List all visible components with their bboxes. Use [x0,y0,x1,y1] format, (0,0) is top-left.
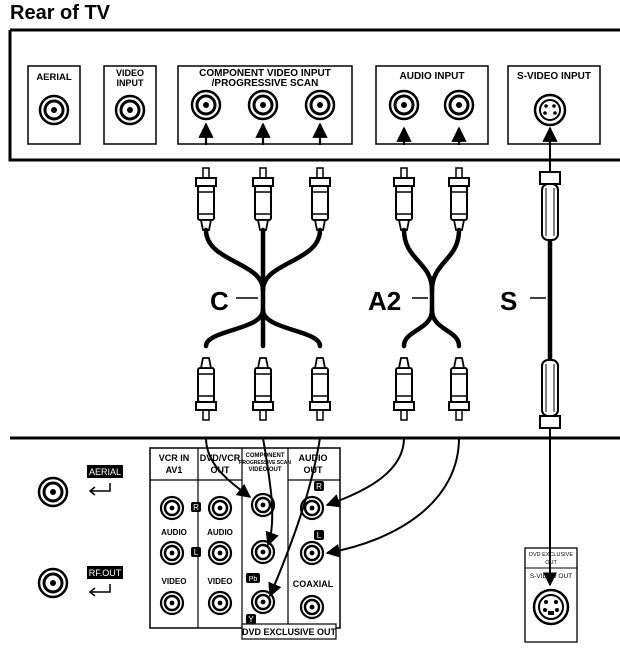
dvd-exclusive-out-box [241,623,337,640]
component-small-label-3: VIDEO OUT [248,467,281,473]
dvd-exclusive-small-1: DVD EXCLUSIVE [529,552,573,558]
vcr-in-audio-label: AUDIO [161,528,187,537]
l-badge-left: L [194,548,199,557]
component-plug-bottom-2 [252,357,274,421]
audio-out-label-1: AUDIO [299,453,328,463]
r-badge-right: R [316,482,322,491]
audio-input-jack-r [443,89,475,121]
video-input-label-2: INPUT [117,78,145,88]
component-plug-bottom-3 [309,357,331,421]
tv-plug-arrows [198,122,558,145]
coaxial-label: COAXIAL [293,579,334,589]
svideo-input-jack [533,93,567,127]
svideo-out-label: S-VIDEO OUT [530,573,572,580]
audio-plug-top-l [393,167,415,231]
dvd-vcr-out-audio-label: AUDIO [207,528,233,537]
player-aerial-jack [37,476,69,508]
dvd-vcr-out-video-jack [207,590,233,616]
dvd-vcr-out-label-2: OUT [211,465,231,475]
player-aerial-badge [87,465,123,478]
vcr-in-video-label: VIDEO [162,577,187,586]
cable-c-label: C [210,286,229,316]
component-small-label-2: PROGRESSIVE SCAN [239,460,291,466]
rf-out-arrow-icon [88,584,111,597]
cable-c [203,227,323,349]
svideo-input-label: S-VIDEO INPUT [517,71,591,82]
vcr-in-label-1: VCR IN [159,453,190,463]
aerial-arrow-icon [88,483,111,496]
svideo-out-jack [532,588,570,626]
dvd-vcr-out-audio-r-jack [207,495,233,521]
aerial-label: AERIAL [36,72,72,83]
player-aerial-label: AERIAL [89,467,121,477]
vcr-in-audio-r-jack [159,495,185,521]
audio-plug-bottom-l [393,357,415,421]
vcr-in-label-2: AV1 [166,465,183,475]
player-rf-out-jack [37,567,69,599]
dvd-vcr-out-audio-l-jack [207,540,233,566]
r-badge-left: R [193,503,199,512]
y-badge: Y [248,615,254,624]
component-plug-bottom-1 [195,357,217,421]
component-jack-3 [304,89,336,121]
pb-badge: Pb [249,576,258,583]
audio-plug-top-r [448,167,470,231]
player-rf-out-label: RF.OUT [89,568,122,578]
audio-out-l-jack [299,540,325,566]
dvd-vcr-out-label-1: DVD/VCR [200,453,241,463]
player-rf-out-badge [87,566,123,579]
coaxial-jack [299,594,325,620]
cable-s [530,145,561,438]
video-input-jack [114,94,146,126]
vcr-in-video-jack [159,590,185,616]
dvd-exclusive-out-label: DVD EXCLUSIVE OUT [242,627,337,637]
l-badge-right: L [317,531,322,540]
vcr-in-audio-l-jack [159,540,185,566]
component-label-1: COMPONENT VIDEO INPUT [199,68,331,79]
cable-s-label: S [500,286,517,316]
component-plug-top-1 [195,167,217,231]
dvd-vcr-out-video-label: VIDEO [208,577,233,586]
aerial-jack [38,94,70,126]
component-jack-1 [190,89,222,121]
audio-input-jack-l [388,89,420,121]
cable-a2 [401,227,462,349]
tv-rear-panel [8,28,620,162]
dvd-exclusive-small-2: OUT [545,560,557,566]
page-title: Rear of TV [10,2,111,24]
component-jack-2 [247,89,279,121]
audio-out-r-jack [299,495,325,521]
cable-a2-label: A2 [368,286,401,316]
audio-plug-bottom-r [448,357,470,421]
component-label-2: /PROGRESSIVE SCAN [212,78,319,89]
player-cable-arrows [205,437,460,598]
component-plug-top-2 [252,167,274,231]
component-out-pb-jack [250,539,276,565]
audio-input-label: AUDIO INPUT [400,71,465,82]
video-input-label-1: VIDEO [116,68,144,78]
component-plug-top-3 [309,167,331,231]
